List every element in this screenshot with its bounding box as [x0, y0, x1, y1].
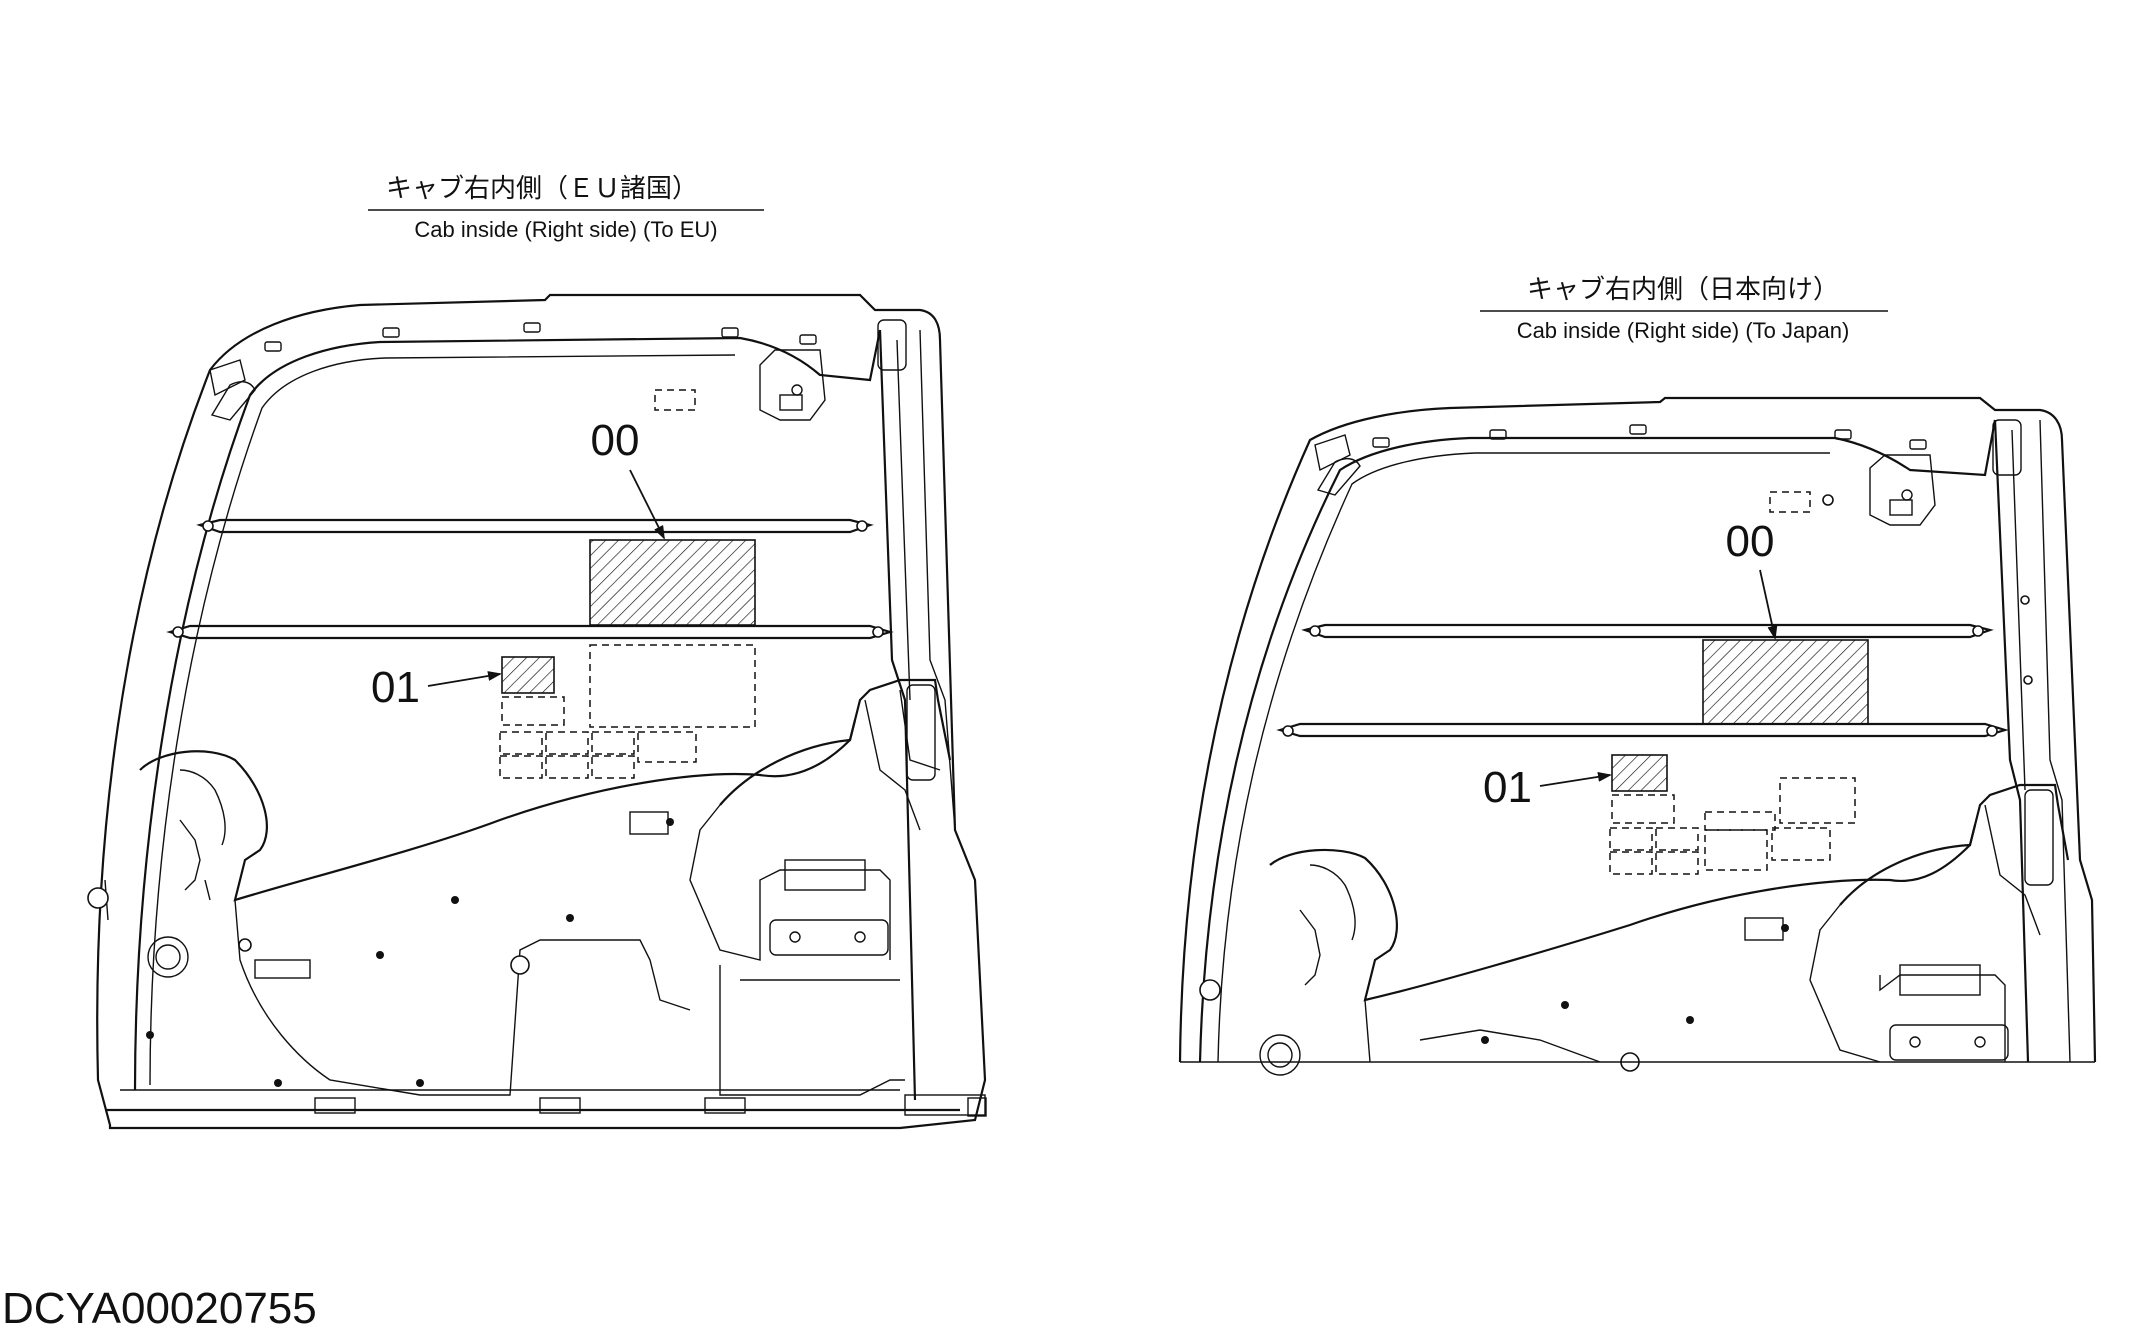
view-eu-title-ja: キャブ右内側（ＥＵ諸国）: [386, 174, 698, 204]
view-japan-title-ja: キャブ右内側（日本向け）: [1527, 275, 1839, 305]
view-eu-leader-01: [427, 671, 502, 687]
document-id: DCYA00020755: [2, 1284, 317, 1333]
view-eu: キャブ右内側（ＥＵ諸国） Cab inside (Right side) (To…: [87, 174, 987, 1130]
view-japan-callout-00: 00: [1726, 517, 1775, 566]
view-japan-label-00: [1702, 639, 1869, 725]
view-eu-alternate-label-positions: [499, 644, 756, 779]
view-japan-leader-00: [1759, 569, 1778, 640]
view-eu-label-01: [501, 656, 555, 694]
view-japan-label-01: [1611, 754, 1668, 792]
view-japan-alternate-label-positions: [1609, 777, 1856, 875]
view-eu-callout-00: 00: [591, 416, 640, 465]
view-japan-callout-01: 01: [1483, 763, 1532, 812]
view-eu-cab-drawing: [87, 293, 987, 1130]
view-japan-title-en: Cab inside (Right side) (To Japan): [1517, 318, 1850, 343]
view-eu-title-en: Cab inside (Right side) (To EU): [414, 217, 717, 242]
view-eu-callout-01: 01: [371, 663, 420, 712]
view-japan: キャブ右内側（日本向け） Cab inside (Right side) (To…: [1178, 275, 2097, 1076]
view-japan-leader-01: [1539, 771, 1612, 787]
view-eu-leader-00: [629, 469, 665, 540]
view-eu-label-00: [589, 539, 756, 626]
view-japan-cab-drawing: [1178, 396, 2097, 1076]
